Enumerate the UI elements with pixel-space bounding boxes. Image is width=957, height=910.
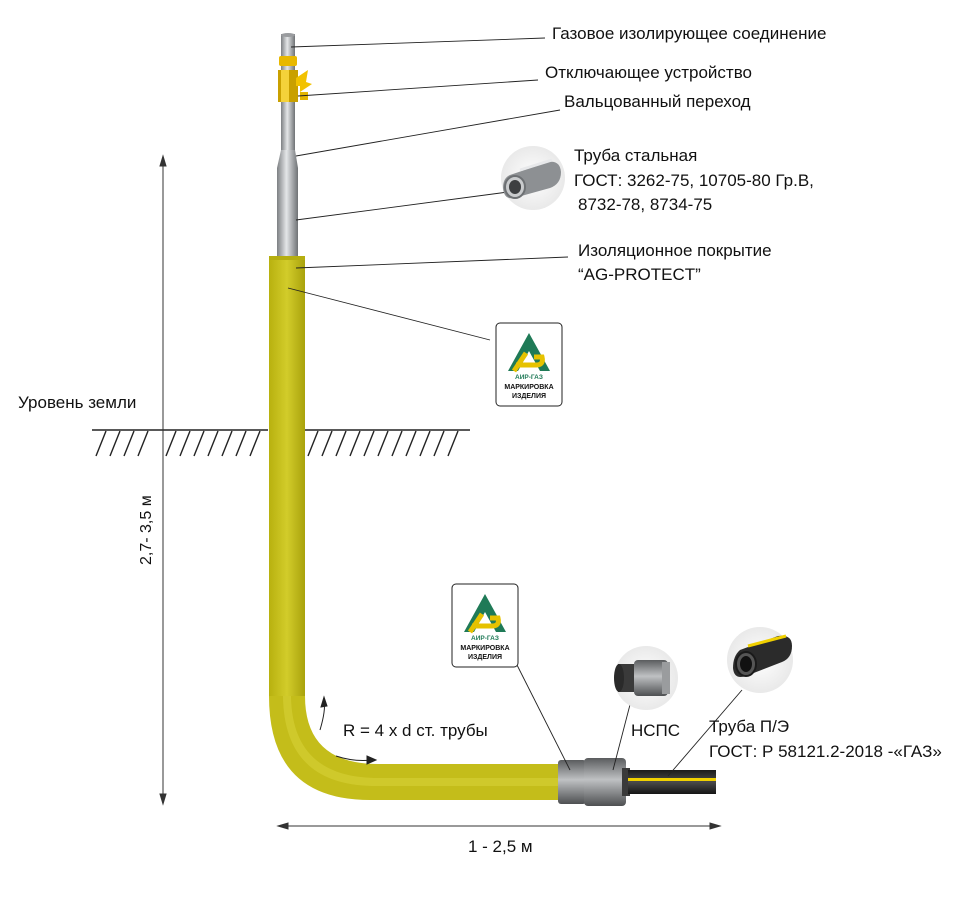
label-pe-pipe-gost: ГОСТ: Р 58121.2-2018 -«ГАЗ» xyxy=(709,742,942,761)
label-coating-brand: “AG-PROTECT” xyxy=(578,265,701,284)
badge-line2: ИЗДЕЛИЯ xyxy=(468,654,502,661)
badge-brand: АИР-ГАЗ xyxy=(515,374,543,381)
label-pe-pipe-title: Труба П/Э xyxy=(709,717,790,736)
label-ground-level: Уровень земли xyxy=(18,393,137,412)
nsps-icon xyxy=(614,646,678,710)
label-bend-radius: R = 4 x d ст. трубы xyxy=(343,721,488,740)
marking-badge-upper: АИР-ГАЗ МАРКИРОВКА ИЗДЕЛИЯ xyxy=(495,322,563,407)
label-steel-pipe-gost1: ГОСТ: 3262-75, 10705-80 Гр.В, xyxy=(574,171,814,190)
label-steel-pipe-title: Труба стальная xyxy=(574,146,698,165)
pe-pipe xyxy=(628,770,716,794)
ground-line xyxy=(92,429,470,457)
badge-line2: ИЗДЕЛИЯ xyxy=(512,393,546,400)
badge-line1: МАРКИРОВКА xyxy=(460,645,509,652)
steel-riser xyxy=(277,33,298,256)
label-coating-title: Изоляционное покрытие xyxy=(578,241,772,260)
badge-line1: МАРКИРОВКА xyxy=(504,384,553,391)
bend-radius-arrows xyxy=(319,695,378,765)
label-length-dimension: 1 - 2,5 м xyxy=(468,837,533,856)
depth-dimension-line xyxy=(159,154,167,806)
pe-pipe-icon xyxy=(727,627,793,693)
coated-steel-pipe xyxy=(269,256,560,800)
nsps-connection xyxy=(558,758,630,806)
length-dimension-line xyxy=(276,822,722,830)
steel-pipe-icon xyxy=(501,146,565,210)
label-rolled-transition: Вальцованный переход xyxy=(564,92,751,111)
label-nsps: НСПС xyxy=(631,721,681,740)
badge-brand: АИР-ГАЗ xyxy=(471,635,499,642)
label-depth-dimension: 2,7- 3,5 м xyxy=(138,495,155,565)
label-gas-insulating-joint: Газовое изолирующее соединение xyxy=(552,24,827,43)
shutoff-valve xyxy=(278,56,312,102)
label-shutoff-device: Отключающее устройство xyxy=(545,63,753,82)
leader-lines xyxy=(287,37,743,777)
label-steel-pipe-gost2: 8732-78, 8734-75 xyxy=(578,195,713,214)
marking-badge-lower: АИР-ГАЗ МАРКИРОВКА ИЗДЕЛИЯ xyxy=(451,583,519,668)
